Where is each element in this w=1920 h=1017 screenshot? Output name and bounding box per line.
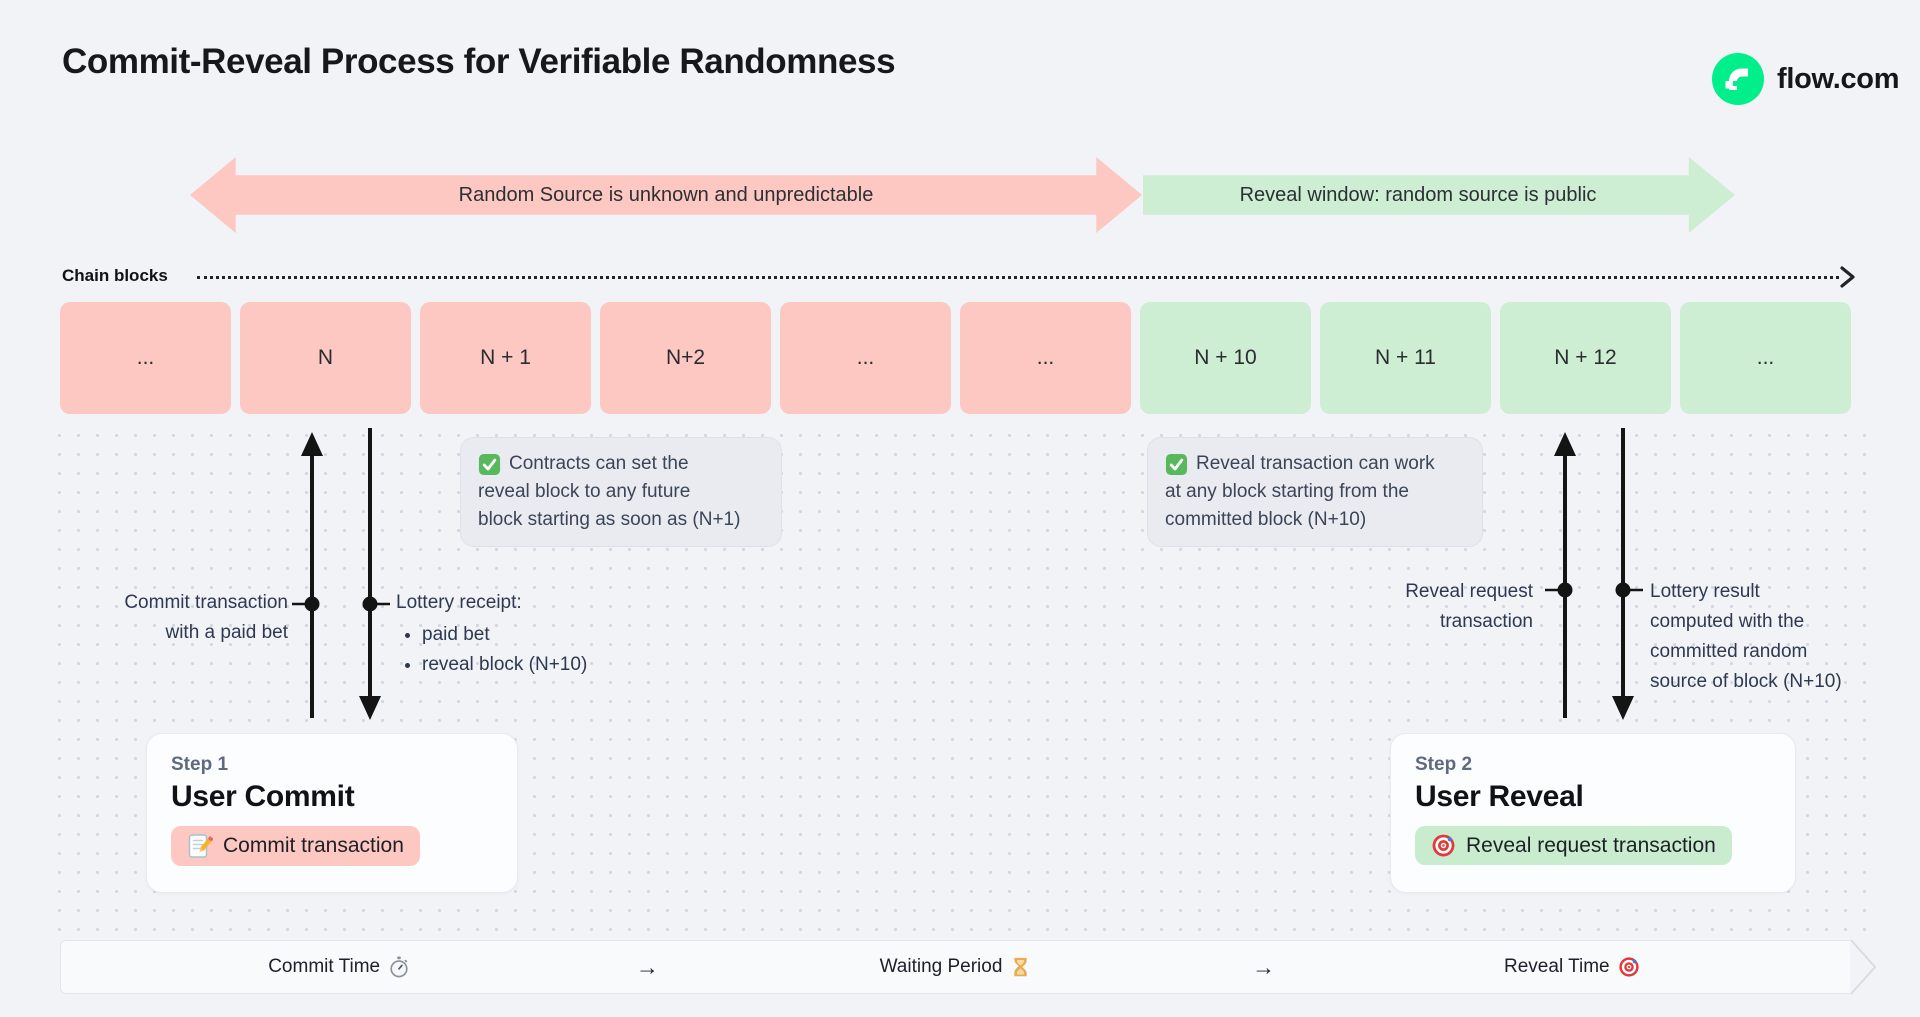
step1-card: Step 1 User Commit Commit transaction — [146, 733, 518, 893]
note-line: at any block starting from the — [1165, 481, 1409, 502]
step2-eyebrow: Step 2 — [1415, 754, 1473, 775]
chain-blocks-row: ... N N + 1 N+2 ... ... N + 10 N + 11 N … — [60, 302, 1851, 414]
lottery-result-annotation: Lottery result computed with the committ… — [1650, 577, 1842, 697]
check-icon — [478, 453, 501, 476]
annotation-line: source of block (N+10) — [1650, 671, 1842, 692]
annotation-line: Commit transaction — [124, 592, 288, 613]
target-icon — [1431, 833, 1456, 858]
chain-arrowhead-icon — [1838, 266, 1858, 288]
timeline-end-chevron-icon — [1850, 939, 1878, 995]
chain-blocks-label: Chain blocks — [62, 266, 168, 285]
stopwatch-icon — [388, 956, 410, 978]
step2-title: User Reveal — [1415, 780, 1584, 813]
memo-icon — [187, 833, 213, 859]
note-line: Reveal transaction can work — [1196, 453, 1435, 474]
step2-card: Step 2 User Reveal Reveal request transa… — [1390, 733, 1796, 893]
reveal-window-label: Reveal window: random source is public — [1239, 183, 1597, 206]
chain-block: ... — [780, 302, 951, 414]
timeline-waiting-period: Waiting Period — [677, 956, 1233, 978]
commit-transaction-annotation: Commit transaction with a paid bet — [124, 588, 288, 648]
annotation-line: with a paid bet — [165, 622, 288, 643]
chain-block: N + 1 — [420, 302, 591, 414]
page-title: Commit-Reveal Process for Verifiable Ran… — [62, 42, 896, 81]
step1-eyebrow: Step 1 — [171, 754, 229, 775]
chain-timeline-dotted-line — [197, 276, 1839, 279]
result-down-arrow — [1612, 428, 1643, 720]
note-commit-window: Contracts can set the reveal block to an… — [460, 437, 782, 547]
flow-logo-icon — [1712, 53, 1764, 105]
annotation-line: computed with the — [1650, 611, 1805, 632]
reveal-window-arrow: Reveal window: random source is public — [1143, 157, 1735, 233]
unknown-phase-label: Random Source is unknown and unpredictab… — [458, 183, 874, 206]
annotation-title: Lottery receipt: — [396, 592, 522, 613]
commit-transaction-button: Commit transaction — [171, 826, 420, 866]
note-reveal-window: Reveal transaction can work at any block… — [1147, 437, 1483, 547]
check-icon — [1165, 453, 1188, 476]
reveal-request-annotation: Reveal request transaction — [1405, 577, 1533, 637]
annotation-line: committed random — [1650, 641, 1808, 662]
note-line: reveal block to any future — [478, 481, 691, 502]
receipt-bullet: paid bet — [422, 620, 587, 650]
target-icon — [1618, 956, 1640, 978]
note-line: Contracts can set the — [509, 453, 689, 474]
chain-block: N — [240, 302, 411, 414]
chain-block: N + 11 — [1320, 302, 1491, 414]
unknown-phase-arrow: Random Source is unknown and unpredictab… — [190, 157, 1142, 233]
annotation-line: transaction — [1440, 611, 1533, 632]
step1-title: User Commit — [171, 780, 355, 813]
timeline-reveal-time: Reveal Time — [1294, 956, 1850, 978]
note-line: committed block (N+10) — [1165, 509, 1367, 530]
bottom-timeline-bar: Commit Time → Waiting Period → — [60, 940, 1850, 994]
timeline-commit-time: Commit Time — [61, 956, 617, 978]
timeline-label: Waiting Period — [879, 956, 1003, 977]
chain-block: ... — [1680, 302, 1851, 414]
timeline-label: Commit Time — [268, 956, 381, 977]
annotation-line: Reveal request — [1405, 581, 1533, 602]
reveal-up-arrow — [1545, 432, 1576, 718]
chain-block: ... — [60, 302, 231, 414]
commit-transaction-button-label: Commit transaction — [223, 834, 404, 857]
hourglass-icon — [1010, 956, 1031, 978]
chain-block: N+2 — [600, 302, 771, 414]
flow-brand: flow.com — [1712, 53, 1900, 105]
annotation-line: Lottery result — [1650, 581, 1760, 602]
receipt-bullet: reveal block (N+10) — [422, 650, 587, 680]
chain-block: N + 10 — [1140, 302, 1311, 414]
chain-block: N + 12 — [1500, 302, 1671, 414]
lottery-receipt-annotation: Lottery receipt: paid bet reveal block (… — [396, 588, 587, 680]
reveal-request-transaction-button: Reveal request transaction — [1415, 826, 1732, 865]
timeline-label: Reveal Time — [1504, 956, 1610, 977]
commit-up-arrow — [292, 432, 323, 718]
reveal-request-transaction-button-label: Reveal request transaction — [1466, 833, 1716, 857]
timeline-arrow: → — [635, 953, 659, 980]
chain-block: ... — [960, 302, 1131, 414]
brand-name: flow.com — [1777, 62, 1900, 95]
timeline-arrow: → — [1252, 953, 1276, 980]
note-line: block starting as soon as (N+1) — [478, 509, 741, 530]
receipt-down-arrow — [359, 428, 390, 720]
